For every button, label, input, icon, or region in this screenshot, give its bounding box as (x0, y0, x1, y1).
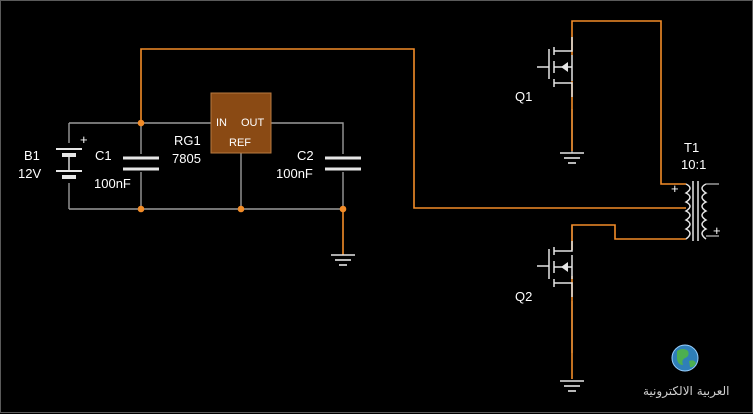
mosfet-q1-symbol (537, 37, 573, 97)
c2-value: 100nF (276, 166, 313, 181)
junction-dot (339, 205, 347, 213)
ground-symbol-regulator (331, 254, 355, 266)
wire-q1-drain (571, 20, 686, 185)
active-wires (140, 20, 686, 379)
capacitor-c2-symbol (325, 156, 361, 171)
inactive-wires (68, 109, 719, 353)
q1-name: Q1 (515, 89, 532, 104)
battery-voltage: 12V (18, 166, 41, 181)
battery-plus-mark: + (80, 132, 88, 147)
junctions (137, 119, 347, 213)
transformer-secondary-mark: + (713, 223, 721, 238)
regulator-name: RG1 (174, 133, 201, 148)
junction-dot (137, 205, 145, 213)
wire-q2-drain-upper (571, 224, 686, 250)
globe-icon (671, 344, 699, 372)
junction-dot (237, 205, 245, 213)
wire-out (271, 122, 344, 154)
transformer-t1-symbol (684, 181, 708, 241)
capacitor-c1-symbol (123, 156, 159, 171)
c2-name: C2 (297, 148, 314, 163)
transformer-primary-mark: + (671, 181, 679, 196)
regulator-body (210, 92, 272, 154)
junction-dot (137, 119, 145, 127)
watermark: العربية الالكترونية (643, 344, 730, 399)
wire-vin-to-center-tap (140, 48, 661, 209)
battery-name: B1 (24, 148, 40, 163)
regulator-part: 7805 (172, 151, 201, 166)
transformer-name: T1 (684, 140, 699, 155)
regulator-pin-ref: REF (229, 137, 251, 149)
transformer-ratio: 10:1 (681, 157, 706, 172)
ground-symbol-q1 (560, 152, 584, 164)
mosfet-q2-symbol (537, 241, 573, 297)
ground-symbol-q2 (560, 380, 584, 392)
regulator-pin-in: IN (216, 117, 227, 129)
c1-name: C1 (95, 148, 112, 163)
c1-value: 100nF (94, 176, 131, 191)
battery-symbol (56, 148, 82, 179)
wire-secondary (706, 183, 719, 237)
watermark-text: العربية الالكترونية (643, 384, 730, 399)
q2-name: Q2 (515, 289, 532, 304)
regulator-pin-out: OUT (241, 117, 265, 129)
